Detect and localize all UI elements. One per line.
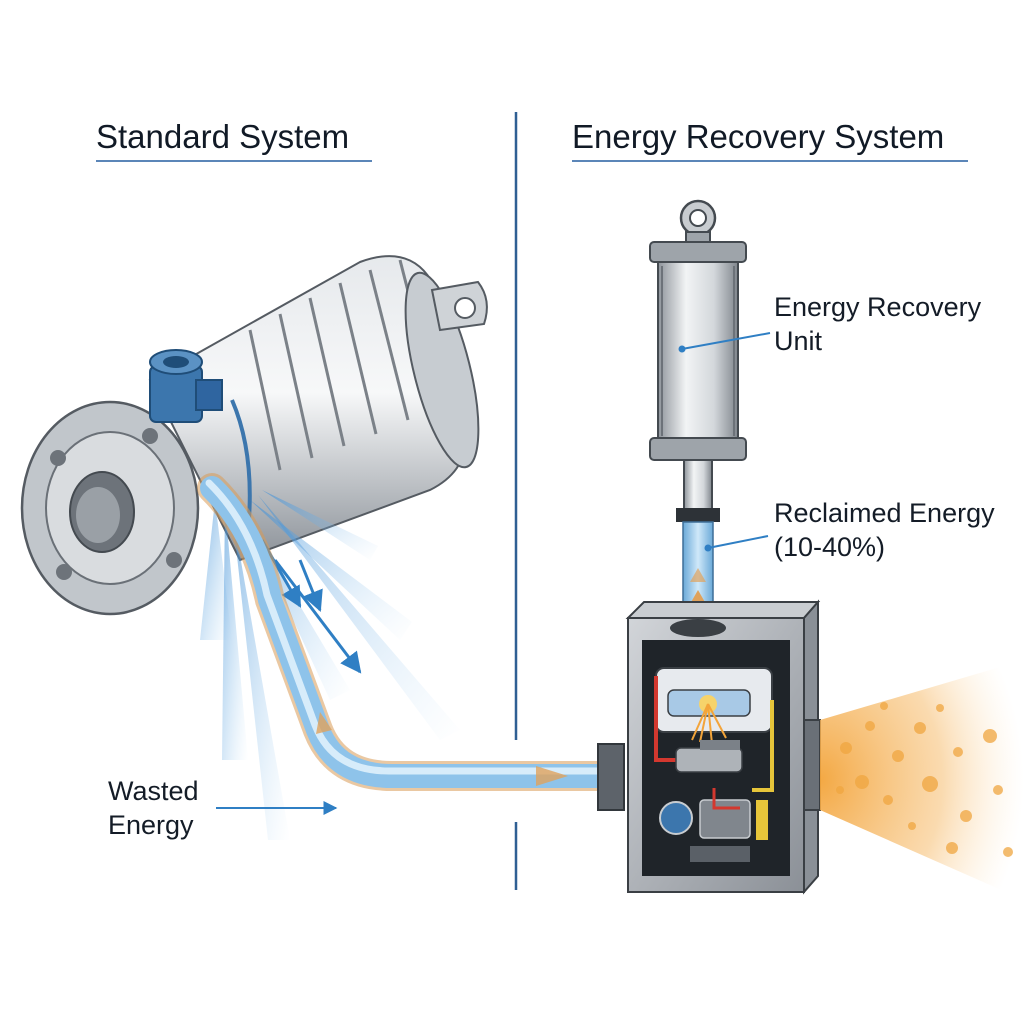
recovery-unit-box-icon: [625, 599, 821, 895]
wasted-energy-label-line1: Wasted: [108, 776, 199, 806]
reclaimed-energy-label-line1: Reclaimed Energy: [774, 498, 995, 528]
standard-system-title: Standard System: [96, 118, 350, 155]
energy-recovery-unit-label-line1: Energy Recovery: [774, 292, 982, 322]
recovery-unit-leader-line: [681, 332, 771, 350]
reclaimed-energy-leader-line: [707, 535, 769, 549]
standard-system-underline: [96, 160, 372, 162]
reclaimed-energy-label: Reclaimed Energy (10-40%): [774, 496, 995, 564]
energy-recovery-system-title: Energy Recovery System: [572, 118, 945, 155]
reclaimed-energy-leader-dot: [704, 544, 712, 552]
energy-recovery-system-underline: [572, 160, 968, 162]
wasted-energy-label: Wasted Energy: [108, 774, 199, 842]
energy-output-spray-icon: [820, 660, 1024, 900]
wasted-energy-label-line2: Energy: [108, 810, 194, 840]
cylinder-icon: [649, 199, 747, 629]
pipe-icon: [197, 473, 625, 811]
pump-motor-icon: [20, 255, 488, 616]
energy-leak-spray-icon: [200, 490, 460, 840]
reclaimed-energy-label-line2: (10-40%): [774, 532, 886, 562]
energy-recovery-unit-label-line2: Unit: [774, 326, 823, 356]
recovery-unit-leader-dot: [678, 345, 686, 353]
energy-recovery-unit-label: Energy Recovery Unit: [774, 290, 981, 358]
